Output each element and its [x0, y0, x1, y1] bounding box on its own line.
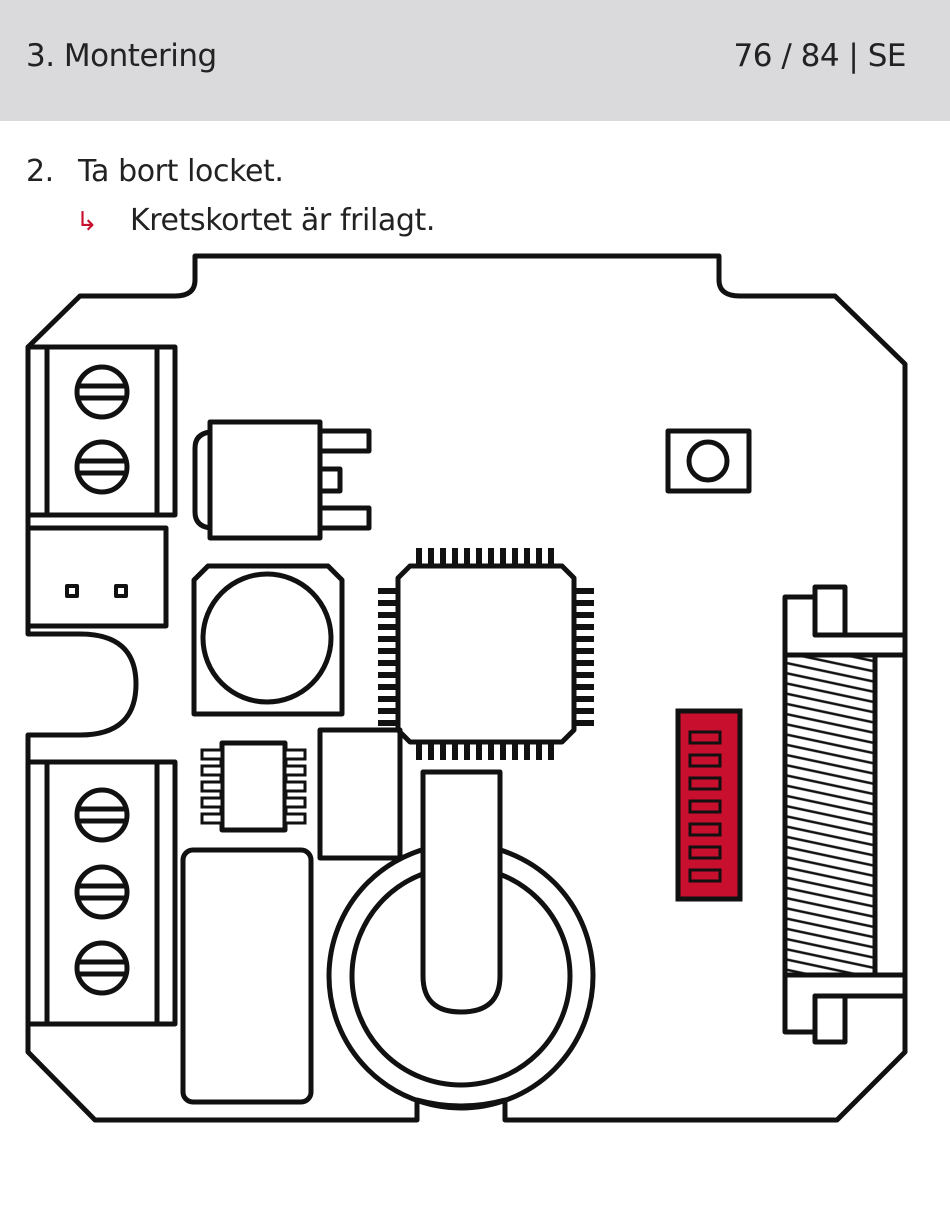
voltage-regulator	[192, 419, 372, 541]
result-arrow-icon: ↳	[76, 207, 98, 237]
page-info: 76 / 84 | SE	[733, 38, 907, 74]
ribbon-connector	[782, 584, 908, 1045]
highlighted-connector	[675, 708, 743, 902]
terminal-block-bottom	[25, 759, 178, 1027]
section-title: 3. Montering	[26, 38, 217, 74]
instruction-step: 2. Ta bort locket.	[26, 154, 284, 189]
step-number: 2.	[26, 154, 54, 189]
page-header: 3. Montering 76 / 84 | SE	[0, 0, 950, 121]
small-ic	[219, 740, 288, 833]
chip-pins	[378, 548, 594, 760]
board-outline	[25, 253, 908, 1123]
two-pin-connector	[25, 525, 169, 629]
result-text: Kretskortet är frilagt.	[130, 203, 436, 238]
buzzer	[191, 563, 345, 717]
capacitor	[180, 847, 314, 1105]
push-button	[665, 428, 752, 494]
instruction-result: ↳ Kretskortet är frilagt.	[76, 203, 435, 238]
microcontroller-chip	[395, 563, 577, 745]
step-text: Ta bort locket.	[78, 154, 284, 189]
small-ic-pins	[200, 748, 307, 825]
terminal-block-top	[25, 344, 178, 518]
square-component	[317, 727, 403, 861]
battery-holder	[326, 769, 596, 1111]
